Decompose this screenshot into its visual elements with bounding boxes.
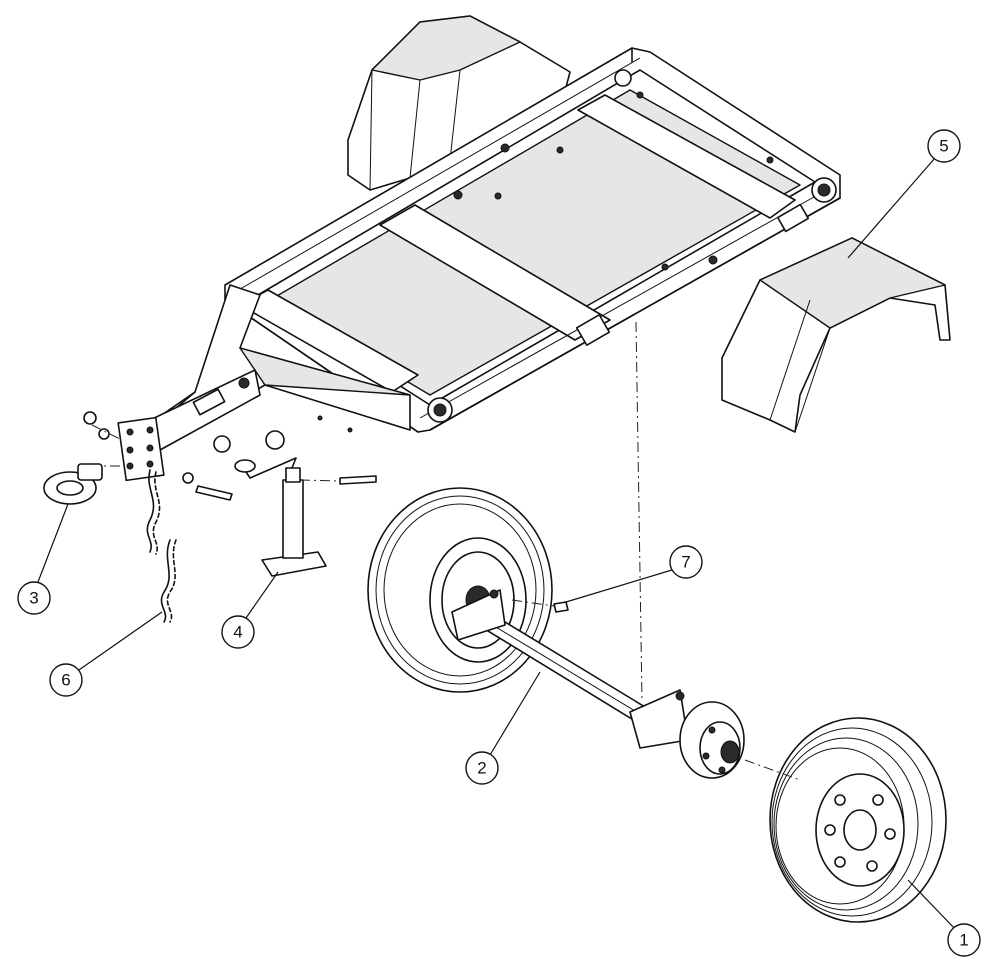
svg-text:5: 5 xyxy=(939,137,948,156)
callout-4: 4 xyxy=(221,571,279,649)
svg-text:6: 6 xyxy=(61,671,70,690)
svg-text:3: 3 xyxy=(29,589,38,608)
trailer-tongue xyxy=(139,284,411,453)
callout-2: 2 xyxy=(465,671,541,785)
right-wheel xyxy=(744,717,947,923)
svg-text:2: 2 xyxy=(477,759,486,778)
svg-text:1: 1 xyxy=(959,931,968,950)
trailer-frame xyxy=(224,47,841,433)
axle-alignment-line xyxy=(635,321,643,701)
tongue-jack xyxy=(234,457,377,577)
callout-5: 5 xyxy=(847,129,961,259)
lunette-ring xyxy=(43,463,103,505)
lug-bolt xyxy=(511,599,569,613)
left-wheel xyxy=(367,487,553,693)
callout-6: 6 xyxy=(49,611,163,697)
far-fender xyxy=(347,15,571,191)
callout-1: 1 xyxy=(907,879,981,957)
svg-text:4: 4 xyxy=(233,623,242,642)
axle xyxy=(451,589,745,779)
callout-3: 3 xyxy=(17,503,69,615)
near-fender xyxy=(721,237,951,433)
hitch-coupler xyxy=(83,411,233,501)
safety-chains xyxy=(146,469,177,623)
svg-text:7: 7 xyxy=(681,553,690,572)
callout-7: 7 xyxy=(565,545,703,603)
